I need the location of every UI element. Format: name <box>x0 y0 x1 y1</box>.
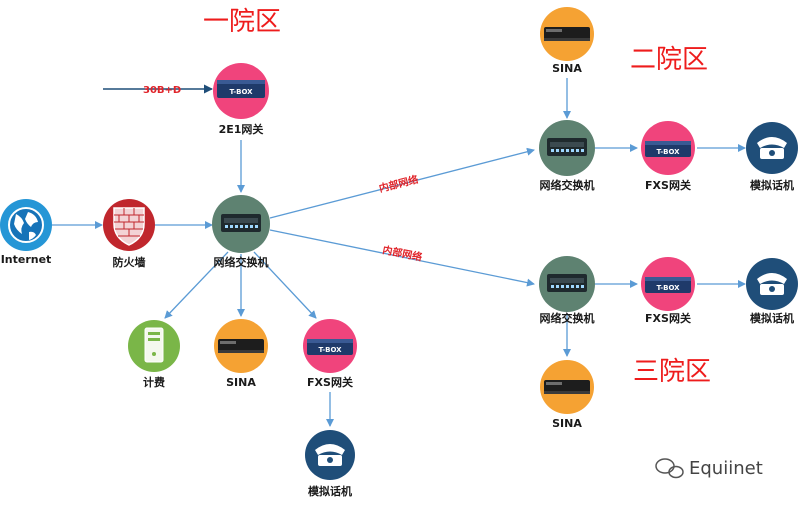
sina-device-icon <box>544 27 590 41</box>
trunk-label: 30B+D <box>143 85 181 96</box>
fxs-zone3-label: FXS网关 <box>645 311 691 325</box>
tbox-icon: T-BOX <box>645 141 691 157</box>
globe-icon <box>8 207 44 243</box>
sina-zone2-label: SINA <box>552 62 582 75</box>
edge-switch-fxs <box>253 251 317 319</box>
phone-main-label: 模拟话机 <box>308 484 352 498</box>
billing-label: 计费 <box>143 375 165 389</box>
phone-zone3-label: 模拟话机 <box>750 311 794 325</box>
network-switch-icon <box>221 214 261 232</box>
zone3-title: 三院区 <box>633 357 711 387</box>
fxs-main-label: FXS网关 <box>307 375 353 389</box>
phone-zone3-node[interactable]: 模拟话机 <box>746 258 798 325</box>
fxs-zone2-node[interactable]: T-BOX FXS网关 <box>641 121 695 192</box>
tbox-text: T-BOX <box>229 88 253 96</box>
phone-zone2-node[interactable]: 模拟话机 <box>746 122 798 192</box>
sina-zone3-node[interactable]: SINA <box>540 360 594 430</box>
tbox-icon: T-BOX <box>645 277 691 293</box>
internet-node[interactable]: Internet <box>0 199 52 266</box>
telephone-icon <box>315 444 345 466</box>
watermark-text: Equiinet <box>689 458 763 479</box>
server-tower-icon <box>144 327 164 363</box>
switch-zone3-label: 网络交换机 <box>540 311 595 325</box>
phone-main-node[interactable]: 模拟话机 <box>305 430 355 498</box>
firewall-node[interactable]: 防火墙 <box>103 199 155 269</box>
edge-switch-zone3 <box>269 229 535 287</box>
billing-node[interactable]: 计费 <box>128 320 180 389</box>
switch-zone2-node[interactable]: 网络交换机 <box>539 120 595 192</box>
fxs-zone3-node[interactable]: T-BOX FXS网关 <box>641 257 695 325</box>
firewall-shield-icon <box>113 207 145 246</box>
phone-zone2-label: 模拟话机 <box>750 178 794 192</box>
network-switch-icon <box>547 274 587 292</box>
sina-device-icon <box>544 380 590 394</box>
firewall-label: 防火墙 <box>113 255 146 269</box>
sina-device-icon <box>218 339 264 353</box>
fxs-main-node[interactable]: T-BOX FXS网关 <box>303 319 357 389</box>
internet-label: Internet <box>1 253 52 266</box>
switch-zone3-node[interactable]: 网络交换机 <box>539 256 595 325</box>
tbox-text: T-BOX <box>656 148 680 156</box>
watermark: Equiinet <box>655 458 763 479</box>
sina-zone3-label: SINA <box>552 417 582 430</box>
sina-main-label: SINA <box>226 376 256 389</box>
tbox-text: T-BOX <box>656 284 680 292</box>
zone2-title: 二院区 <box>630 45 708 75</box>
telephone-icon <box>757 137 787 159</box>
zone1-title: 一院区 <box>203 7 281 37</box>
intranet-label-zone2: 内部网络 <box>378 173 420 195</box>
e1-gateway-node[interactable]: T-BOX 2E1网关 <box>213 63 269 136</box>
sina-main-node[interactable]: SINA <box>214 319 268 389</box>
edge-switch-zone2 <box>269 147 535 219</box>
telephone-icon <box>757 273 787 295</box>
tbox-icon: T-BOX <box>217 80 265 98</box>
tbox-icon: T-BOX <box>307 339 353 355</box>
e1-gateway-label: 2E1网关 <box>219 122 264 136</box>
sina-zone2-node[interactable]: SINA <box>540 7 594 75</box>
intranet-label-zone3: 内部网络 <box>381 243 423 263</box>
tbox-text: T-BOX <box>318 346 342 354</box>
edge-switch-billing <box>164 251 229 319</box>
main-switch-node[interactable]: 网络交换机 <box>212 195 270 269</box>
switch-zone2-label: 网络交换机 <box>540 178 595 192</box>
wechat-icon <box>655 458 684 479</box>
edges <box>52 78 746 427</box>
network-switch-icon <box>547 138 587 156</box>
main-switch-label: 网络交换机 <box>214 255 269 269</box>
fxs-zone2-label: FXS网关 <box>645 178 691 192</box>
